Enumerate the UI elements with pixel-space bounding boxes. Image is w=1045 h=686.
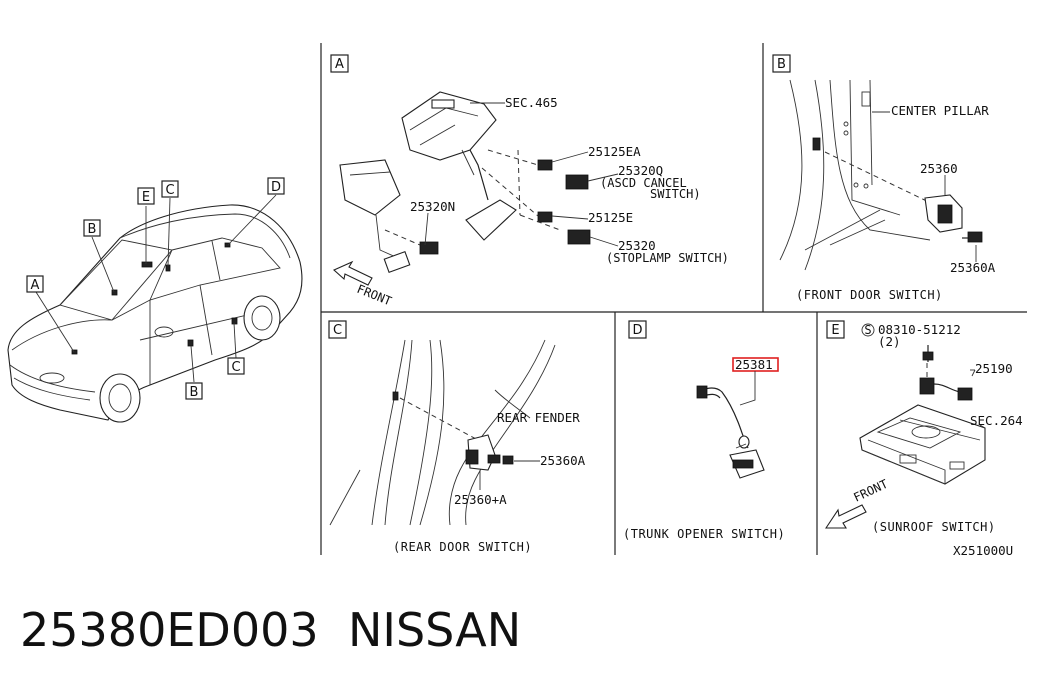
svg-text:D: D <box>271 180 281 195</box>
label-25125ea: 25125EA <box>588 144 641 159</box>
svg-text:E: E <box>142 190 150 205</box>
panel-d: D 25381 (TRUNK OPENER SWITCH) <box>623 320 785 541</box>
label-25125e: 25125E <box>588 210 633 225</box>
label-25360a-b: 25360A <box>950 260 996 275</box>
svg-text:A: A <box>335 57 344 72</box>
caption-sunroof-switch: (SUNROOF SWITCH) <box>872 520 996 534</box>
brand-name: NISSAN <box>348 603 521 657</box>
label-stoplamp-switch: (STOPLAMP SWITCH) <box>606 251 729 265</box>
svg-text:B: B <box>190 385 199 400</box>
label-rear-fender: REAR FENDER <box>497 410 580 425</box>
label-25381: 25381 <box>735 357 773 372</box>
svg-text:D: D <box>632 323 642 338</box>
label-ascd-switch: SWITCH) <box>650 187 701 201</box>
panel-a: A SEC.465 25125EA <box>330 54 729 309</box>
diagram-code: X251000U <box>953 543 1013 558</box>
car-callout-e: E <box>137 187 155 205</box>
label-bolt-qty: (2) <box>878 334 901 349</box>
car-callout-d: D <box>267 177 285 195</box>
label-sec465: SEC.465 <box>505 95 558 110</box>
caption-front-door-switch: (FRONT DOOR SWITCH) <box>796 288 943 302</box>
panel-d-letter: D <box>628 320 647 339</box>
svg-text:B: B <box>88 222 97 237</box>
car-callout-a: A <box>26 275 44 293</box>
svg-text:E: E <box>831 323 839 338</box>
car-callout-b2: B <box>185 382 203 400</box>
panel-c-letter: C <box>328 320 347 339</box>
svg-text:C: C <box>333 323 342 338</box>
label-25320q: 25320Q <box>618 163 663 178</box>
svg-text:C: C <box>165 183 174 198</box>
label-25320: 25320 <box>618 238 656 253</box>
car-overview: A B E C D B C <box>7 177 303 423</box>
caption-trunk-opener-switch: (TRUNK OPENER SWITCH) <box>623 527 785 541</box>
svg-text:A: A <box>31 278 40 293</box>
car-callout-b: B <box>83 219 101 237</box>
label-ascd-cancel: (ASCD CANCEL <box>600 176 687 190</box>
panel-grid <box>320 43 1027 555</box>
part-number: 25380ED003 <box>20 603 319 657</box>
car-callout-c: C <box>161 180 179 198</box>
svg-text:B: B <box>777 57 786 72</box>
panel-b-letter: B <box>772 54 791 73</box>
label-bolt-08310: 08310-51212 <box>878 322 961 337</box>
front-arrow-e-icon <box>824 504 867 529</box>
label-front-a: FRONT <box>355 282 394 309</box>
label-25360a-c: 25360A <box>540 453 586 468</box>
label-center-pillar: CENTER PILLAR <box>891 103 989 118</box>
label-sec264: SEC.264 <box>970 413 1023 428</box>
s-symbol-icon <box>861 323 875 337</box>
highlight-box-25381 <box>732 357 779 372</box>
label-25190: 25190 <box>975 361 1013 376</box>
label-25320n: 25320N <box>410 199 455 214</box>
panel-b: B CENTER PILLAR 25360 25360A (FRONT DOOR… <box>772 54 996 302</box>
svg-text:C: C <box>231 360 240 375</box>
label-front-e: FRONT <box>851 477 890 505</box>
label-25360-b: 25360 <box>920 161 958 176</box>
panel-e-letter: E <box>826 320 845 339</box>
panel-e: E S 08310-51212 (2) 25190 SEC.264 FRONT … <box>824 320 1023 534</box>
label-25360plusa: 25360+A <box>454 492 507 507</box>
front-arrow-icon <box>333 260 373 286</box>
caption-rear-door-switch: (REAR DOOR SWITCH) <box>393 540 532 554</box>
car-callout-c2: C <box>227 357 245 375</box>
svg-text:S: S <box>864 323 871 337</box>
panel-c: C REAR FENDER 25360A 25360+A (REAR DOOR … <box>328 320 586 554</box>
panel-a-letter: A <box>330 54 349 73</box>
